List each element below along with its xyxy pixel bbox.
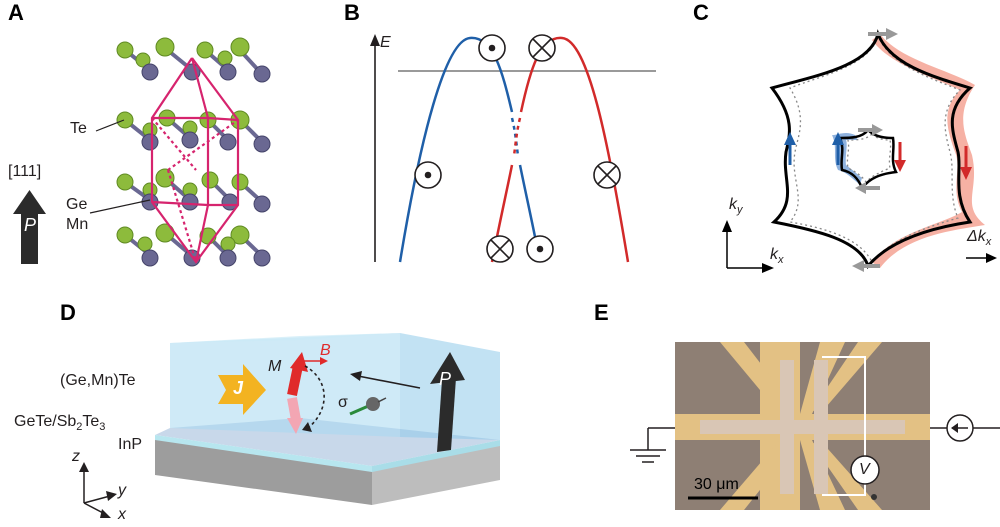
film-edge	[155, 435, 372, 472]
ky-label: ky	[729, 196, 743, 216]
current-source-icon	[946, 414, 974, 442]
spin-sigma	[349, 397, 387, 416]
k-axes	[722, 220, 997, 273]
panel-letter-b: B	[344, 0, 360, 25]
spin-out-icon	[414, 161, 442, 189]
layer-top-label: (Ge,Mn)Te	[60, 372, 136, 389]
ge-label: Ge	[66, 196, 88, 213]
xyz-axes	[79, 462, 117, 518]
panel-letter-e: E	[594, 300, 609, 325]
polarization-label-a: P	[24, 215, 37, 235]
current-arrow	[218, 364, 266, 415]
spin-in-icon	[528, 34, 556, 62]
panel-letter-a: A	[8, 0, 24, 25]
spin-arrows-outer	[784, 28, 972, 272]
magnetization-label: M	[268, 358, 282, 375]
mn-label: Mn	[66, 216, 89, 233]
spin-label: σ	[338, 394, 348, 411]
spin-in-icon	[593, 161, 621, 189]
outer-reference-contour	[788, 33, 962, 264]
substrate-side	[372, 445, 500, 505]
panel-letter-c: C	[693, 0, 709, 25]
polarization-label-d: P	[439, 369, 452, 389]
spin-in-icon	[486, 235, 514, 263]
unit-cell	[150, 57, 240, 264]
te-atoms	[116, 37, 250, 252]
force-arrow	[357, 375, 421, 389]
polarization-arrow-d	[430, 352, 465, 452]
box-front	[170, 333, 400, 437]
kx-label: kx	[770, 246, 784, 266]
box-top	[170, 333, 400, 343]
spin-out-icon	[478, 34, 506, 62]
rotation-path	[304, 365, 325, 429]
polarization-arrow-a	[13, 190, 46, 264]
substrate-front	[155, 438, 372, 505]
spin-symbols	[414, 34, 621, 263]
voltmeter-label: V	[859, 461, 870, 478]
layer-mid-label: GeTe/Sb2Te3	[14, 413, 106, 433]
spin-arrows-inner	[832, 124, 906, 194]
ge-mn-atoms	[141, 63, 271, 267]
gemn-leader	[89, 199, 151, 214]
field-label: B	[320, 342, 331, 359]
ground-icon	[630, 427, 675, 463]
te-leader	[95, 119, 125, 132]
te-label: Te	[70, 120, 87, 137]
energy-axis-label: E	[380, 34, 391, 51]
voltmeter-icon	[850, 455, 880, 485]
scale-bar-label: 30 μm	[694, 476, 739, 493]
energy-axis-arrowhead	[370, 34, 380, 46]
direction-label: [111]	[8, 163, 42, 180]
film-side	[372, 440, 500, 472]
dkx-label: Δkx	[967, 228, 992, 248]
panel-letter-d: D	[60, 300, 76, 325]
spin-out-icon	[526, 235, 554, 263]
axis-z-label: z	[72, 448, 80, 465]
current-label: J	[233, 378, 244, 398]
axis-y-label: y	[118, 482, 126, 499]
voltage-bracket	[822, 356, 866, 496]
red-band-gap	[512, 117, 522, 157]
hall-bar	[700, 360, 905, 494]
substrate-label: InP	[118, 436, 143, 453]
magnetization-arrow	[287, 352, 308, 434]
axis-x-label: x	[118, 506, 126, 523]
outer-spin-shade	[872, 34, 985, 268]
